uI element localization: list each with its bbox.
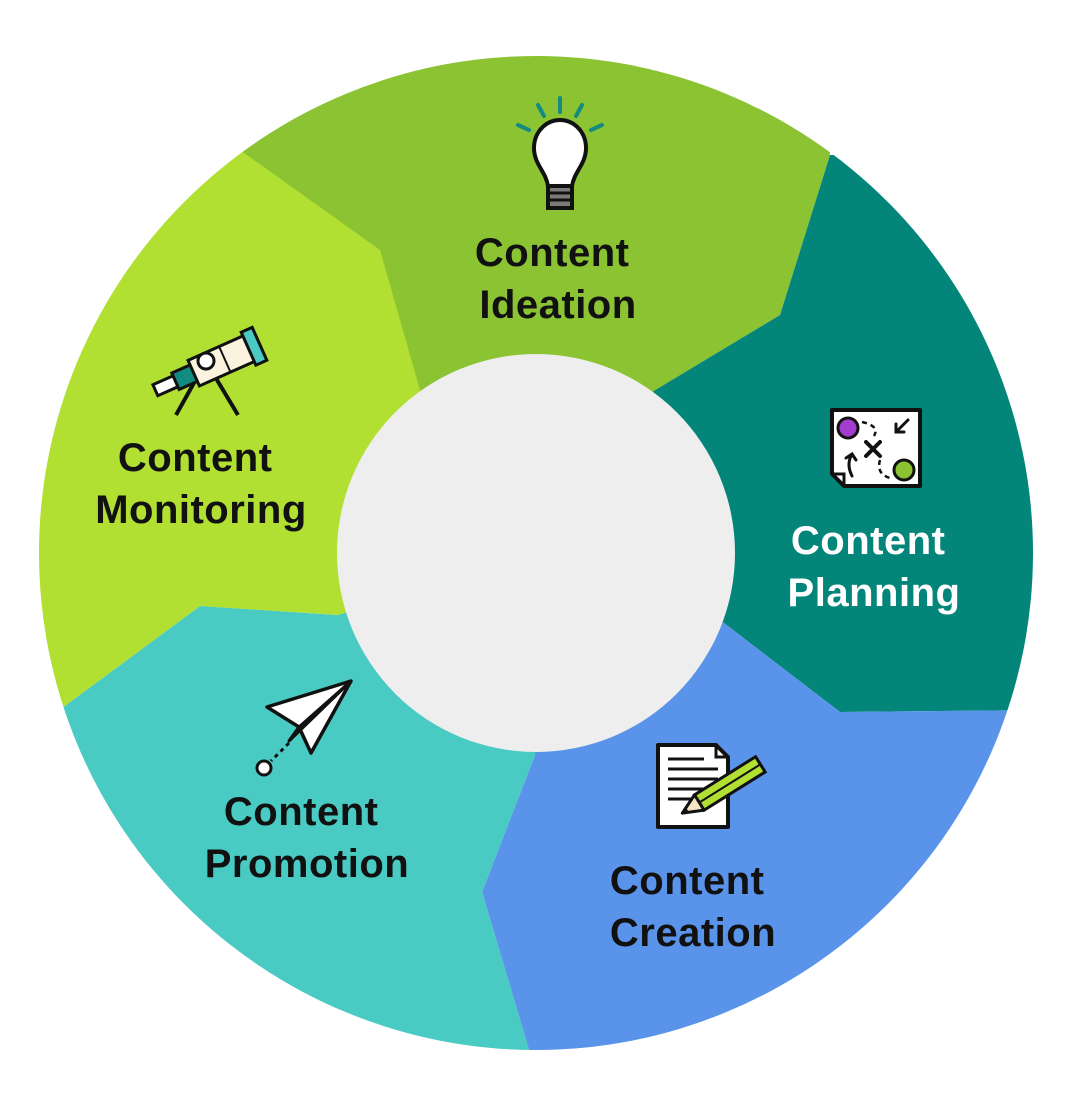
ideation-label-line1: Content [475,231,630,275]
telescope-icon [150,325,269,417]
monitoring-label: Content Monitoring [95,436,307,532]
planning-label-line1: Content [791,519,946,563]
promotion-label: Content Promotion [205,790,409,886]
creation-label-line1: Content [610,859,765,903]
creation-label-line2: Creation [610,911,776,955]
lightbulb-icon [516,96,604,210]
planning-label: Content Planning [788,519,961,615]
ideation-label-line2: Ideation [479,283,636,327]
paper-plane-icon [255,679,353,777]
treasure-map-icon [830,408,922,488]
creation-label: Content Creation [610,859,776,955]
promotion-label-line1: Content [224,790,379,834]
monitoring-label-line2: Monitoring [95,488,307,532]
promotion-label-line2: Promotion [205,842,409,886]
monitoring-label-line1: Content [118,436,273,480]
planning-label-line2: Planning [788,571,961,615]
segment-ideation [240,56,830,553]
center-hub [337,354,735,752]
ideation-label: Content Ideation [475,231,641,327]
document-pencil-icon [656,743,768,829]
